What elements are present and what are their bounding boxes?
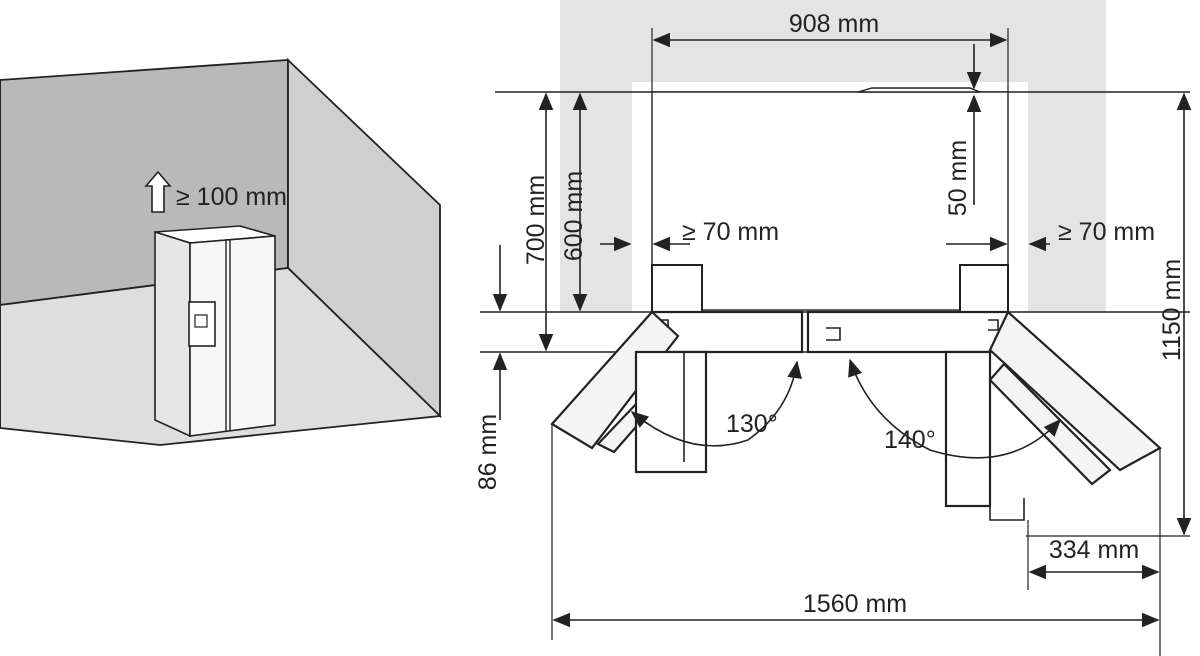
right-door-closed — [806, 310, 1010, 354]
right-angle-label: 140° — [884, 426, 936, 454]
top-view: 908 mm 50 mm 700 mm 600 mm ≥ 70 mm ≥ 70 … — [474, 0, 1192, 656]
depth-700-label: 700 mm — [522, 175, 550, 265]
right-angle-arc — [848, 358, 1061, 459]
side-left-label: ≥ 70 mm — [682, 218, 779, 246]
door-swing-label: 334 mm — [1049, 536, 1139, 564]
up-arrow-icon — [144, 170, 172, 213]
depth-total-label: 1150 mm — [1158, 259, 1186, 361]
left-angle-label: 130° — [726, 410, 778, 438]
total-width-label: 1560 mm — [803, 590, 907, 618]
fridge-body — [651, 91, 1009, 311]
width-label: 908 mm — [789, 10, 879, 38]
fridge-3d — [154, 225, 276, 438]
left-angle-arc — [630, 360, 802, 447]
top-clearance-label: ≥ 100 mm — [176, 183, 287, 211]
depth-600-label: 600 mm — [560, 171, 588, 261]
offset-86-label: 86 mm — [474, 414, 502, 490]
top-gap-label: 50 mm — [944, 140, 972, 216]
side-right-label: ≥ 70 mm — [1058, 218, 1155, 246]
room-illustration: ≥ 100 mm — [0, 57, 443, 446]
